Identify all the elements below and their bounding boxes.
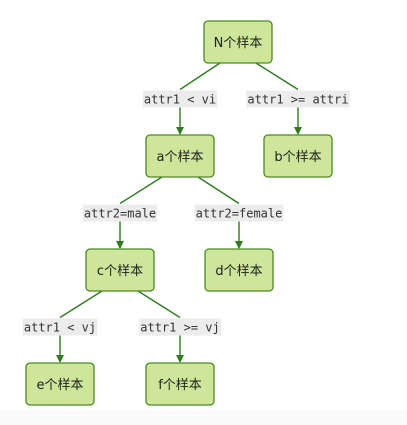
edge-label-background	[82, 204, 158, 222]
node-label: a个样本	[157, 150, 204, 165]
footer-band	[0, 410, 407, 425]
edges-layer: attr1 < vi attr1 >= attri attr2=male attr2=…	[22, 62, 350, 363]
edge-label-background	[246, 90, 350, 108]
node-box	[145, 134, 215, 178]
node-f: f个样本	[145, 362, 215, 406]
node-b: b个样本	[263, 134, 333, 178]
edge-label-background	[142, 90, 218, 108]
node-a: a个样本	[145, 134, 215, 178]
edge-c-f: attr1 >= vj	[137, 290, 221, 363]
node-e: e个样本	[25, 362, 95, 406]
edge-line	[197, 176, 240, 205]
edge-label-background	[194, 204, 284, 222]
node-box	[85, 248, 155, 292]
edge-line	[119, 176, 163, 205]
node-label: b个样本	[274, 150, 321, 165]
edge-c-e: attr1 < vj	[22, 290, 103, 363]
edge-a-d: attr2=female	[194, 176, 284, 249]
node-d: d个样本	[204, 248, 274, 292]
edge-label: attr1 < vj	[24, 321, 96, 335]
node-label: e个样本	[37, 378, 84, 393]
edge-label: attr1 >= vj	[140, 321, 219, 335]
node-label: N个样本	[214, 36, 263, 51]
edge-line	[255, 62, 299, 91]
edge-label-background	[22, 318, 98, 336]
node-box	[263, 134, 333, 178]
node-box	[25, 362, 95, 406]
node-box	[203, 20, 273, 64]
edge-label: attr1 >= attri	[247, 93, 348, 107]
node-label: f个样本	[158, 378, 202, 393]
node-label: d个样本	[215, 264, 262, 279]
edge-line	[179, 62, 221, 91]
edge-line	[59, 290, 103, 319]
edge-label: attr2=female	[196, 207, 283, 221]
node-label: c个样本	[97, 264, 143, 279]
edge-label: attr2=male	[84, 207, 156, 221]
edge-label-background	[139, 318, 221, 336]
edge-label: attr1 < vi	[144, 93, 216, 107]
edge-a-c: attr2=male	[82, 176, 163, 249]
edge-N-b: attr1 >= attri	[246, 62, 350, 135]
node-c: c个样本	[85, 248, 155, 292]
node-box	[204, 248, 274, 292]
node-box	[145, 362, 215, 406]
node-N: N个样本	[203, 20, 273, 64]
edge-N-a: attr1 < vi	[142, 62, 221, 135]
edge-line	[137, 290, 181, 319]
nodes-layer: N个样本 a个样本 b个样本 c个样本 d个样本 e个样本 f个样本	[25, 20, 333, 406]
